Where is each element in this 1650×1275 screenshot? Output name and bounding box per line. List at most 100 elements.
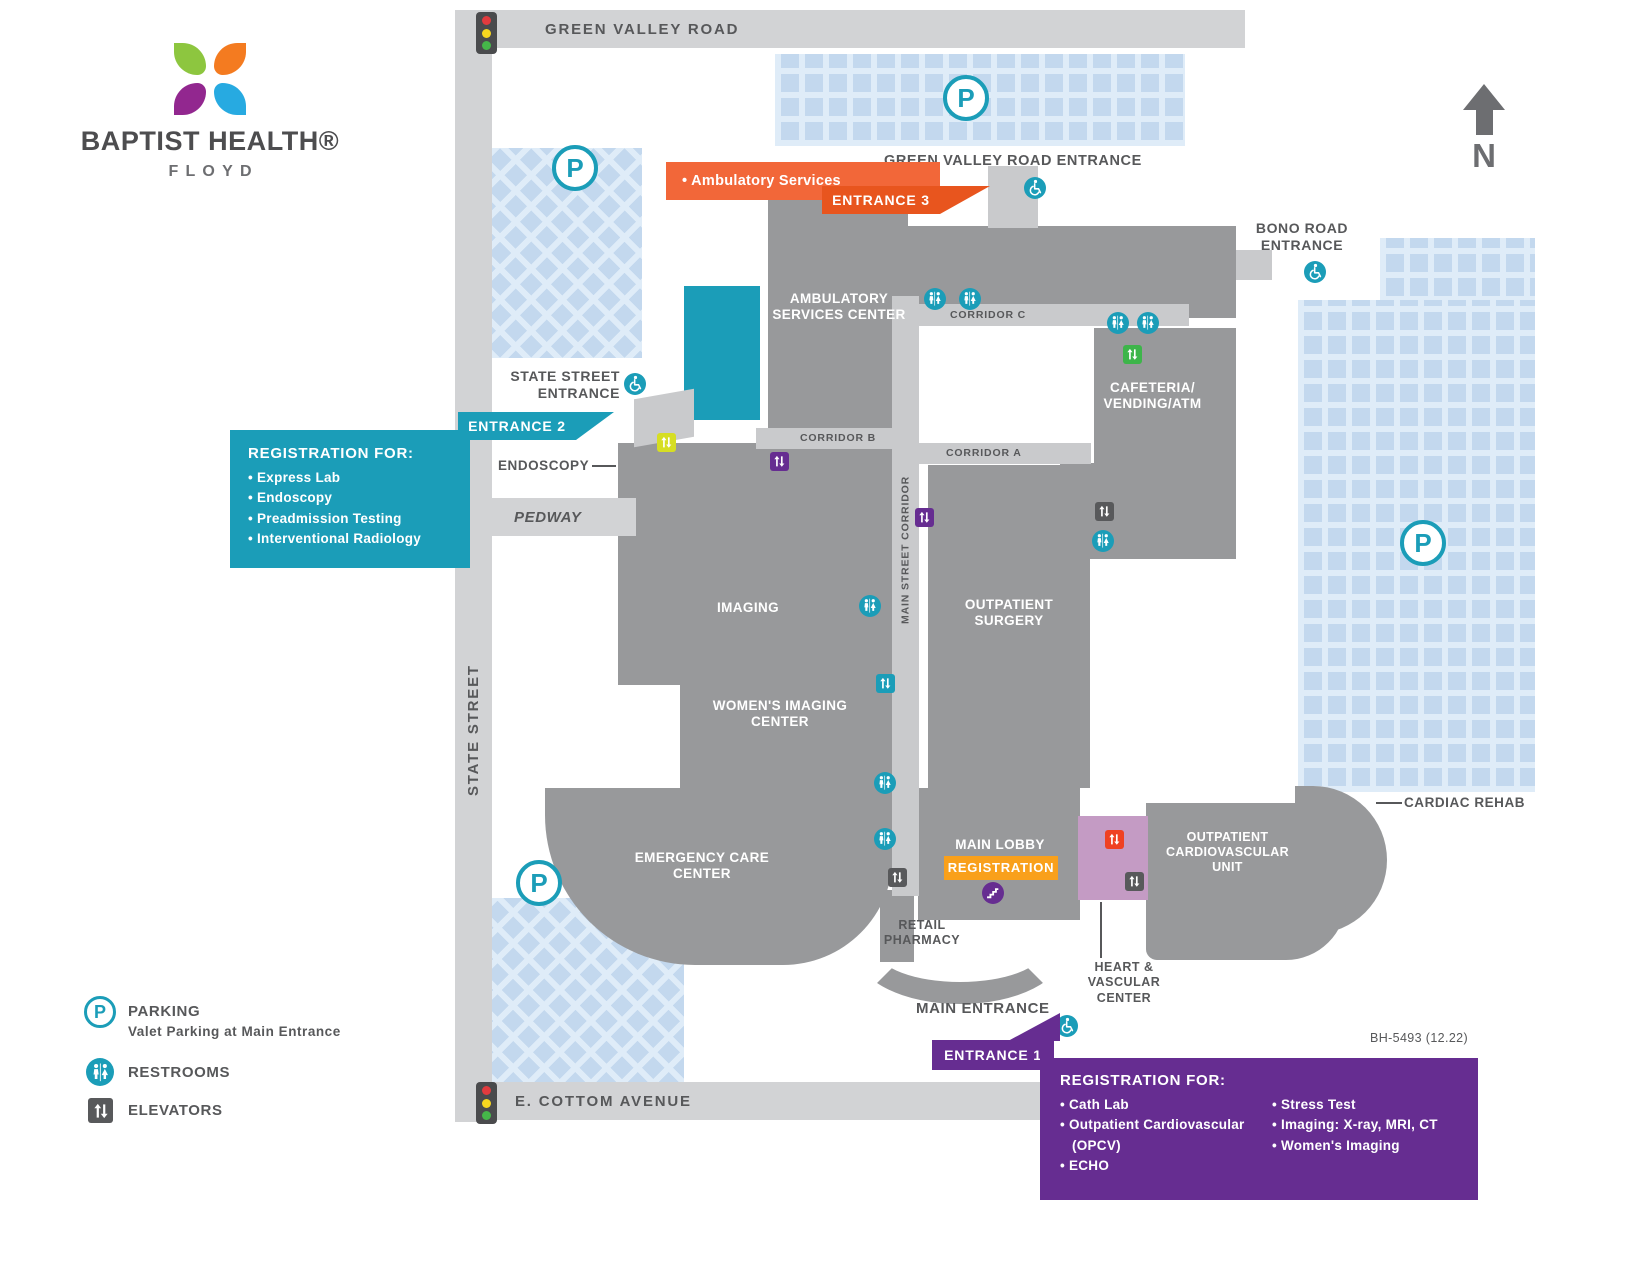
registration-item: • Stress Test: [1272, 1097, 1356, 1112]
walkway-bono-entrance: [1236, 250, 1272, 280]
logo-pinwheel-icon: [173, 42, 247, 116]
bono-entrance-label: BONO ROAD ENTRANCE: [1246, 220, 1358, 254]
elevator-icon: [1105, 830, 1124, 849]
legend-restrooms-label: RESTROOMS: [128, 1064, 231, 1081]
entrance3-badge: ENTRANCE 3: [822, 186, 940, 214]
entrance1-pointer: [1008, 1013, 1060, 1041]
parking-letter: P: [93, 1001, 106, 1022]
main-entrance-label: MAIN ENTRANCE: [916, 1000, 1050, 1017]
outpatient-cardio-line2: CARDIOVASCULAR: [1165, 844, 1290, 859]
cafeteria-label-line2: VENDING/ATM: [1103, 395, 1202, 411]
corridor-main-street-label: MAIN STREET CORRIDOR: [899, 475, 912, 625]
traffic-light-icon: [476, 1082, 497, 1124]
parking-letter: P: [530, 867, 548, 898]
corridor-a-label: CORRIDOR A: [946, 447, 1022, 459]
registration-callout-state-entrance: REGISTRATION FOR: • Express Lab • Endosc…: [230, 430, 470, 568]
restroom-icon: [1107, 312, 1129, 334]
state-entrance-line1: STATE STREET: [510, 368, 620, 384]
pedway-label: PEDWAY: [514, 509, 582, 526]
registration-item: • Endoscopy: [248, 490, 333, 506]
parking-letter: P: [566, 152, 584, 183]
heart-vascular-line3: CENTER: [1096, 990, 1152, 1005]
endoscopy-label: ENDOSCOPY: [498, 458, 590, 473]
baptist-health-logo: BAPTIST HEALTH® FLOYD: [60, 42, 360, 181]
elevator-icon: [1123, 345, 1142, 364]
registration-item: • Preadmission Testing: [248, 510, 402, 526]
registration-title: REGISTRATION FOR:: [1060, 1072, 1226, 1089]
bono-entrance-line2: ENTRANCE: [1260, 237, 1344, 254]
restroom-icon: [859, 595, 881, 617]
outpatient-surgery-label: OUTPATIENT SURGERY: [932, 597, 1086, 629]
parking-icon: P: [1400, 520, 1446, 566]
building-northeast-wing: [1134, 226, 1236, 318]
green-valley-entrance-label: GREEN VALLEY ROAD ENTRANCE: [884, 153, 1142, 169]
north-arrow-shaft: [1475, 110, 1493, 135]
building-entrance2-highlight: [684, 286, 760, 420]
registration-list-col2: • Stress Test • Imaging: X-ray, MRI, CT …: [1272, 1095, 1458, 1176]
state-entrance-label: STATE STREET ENTRANCE: [494, 368, 620, 402]
restroom-icon: [874, 828, 896, 850]
cafeteria-label: CAFETERIA/ VENDING/ATM: [1080, 380, 1225, 412]
legend-elevator-icon: [88, 1098, 113, 1123]
restroom-icon: [1092, 530, 1114, 552]
cafeteria-label-line1: CAFETERIA/: [1109, 380, 1196, 395]
legend-restroom-icon: [86, 1058, 114, 1086]
legend-elevators-label: ELEVATORS: [128, 1102, 223, 1119]
corridor-b-label: CORRIDOR B: [800, 432, 877, 444]
restroom-icon: [874, 772, 896, 794]
road-state-street-label: STATE STREET: [465, 664, 482, 796]
corridor-b: [756, 428, 892, 449]
elevator-icon: [915, 508, 934, 527]
elevator-icon: [1125, 872, 1144, 891]
lobby-registration-badge: REGISTRATION: [944, 856, 1058, 880]
entrance2-pointer: [576, 412, 614, 440]
wheelchair-icon: [1304, 261, 1326, 283]
registration-columns: • Cath Lab • Outpatient Cardiovascular (…: [1060, 1089, 1458, 1176]
parking-icon: P: [552, 145, 598, 191]
stairs-icon: [982, 882, 1004, 904]
endoscopy-leader-line: [592, 465, 616, 467]
parking-icon: P: [516, 860, 562, 906]
entrance3-pointer: [940, 186, 990, 214]
outpatient-surgery-line2: SURGERY: [974, 612, 1044, 628]
outpatient-cardio-line3: UNIT: [1212, 859, 1243, 874]
logo-name: BAPTIST HEALTH®: [80, 126, 340, 156]
retail-pharmacy-line2: PHARMACY: [883, 933, 961, 948]
heart-vascular-leader-line: [1100, 902, 1102, 958]
corridor-main-street: [892, 296, 919, 896]
logo-campus: FLOYD: [168, 163, 259, 180]
parking-letter: P: [1414, 527, 1432, 558]
cardiac-rehab-leader-line: [1376, 802, 1402, 804]
ambulatory-label-line1: AMBULATORY: [789, 291, 889, 306]
main-lobby-label: MAIN LOBBY: [955, 837, 1045, 852]
restroom-icon: [959, 288, 981, 310]
wheelchair-icon: [1056, 1015, 1078, 1037]
emergency-care-label: EMERGENCY CARE CENTER: [612, 850, 792, 882]
restroom-icon: [924, 288, 946, 310]
registration-callout-main-entrance: REGISTRATION FOR: • Cath Lab • Outpatien…: [1040, 1058, 1478, 1200]
womens-imaging-label: WOMEN'S IMAGING CENTER: [686, 698, 874, 730]
emergency-care-line1: EMERGENCY CARE: [634, 850, 770, 865]
parking-icon: P: [943, 75, 989, 121]
logo-petal-orange: [214, 43, 246, 75]
corridor-a: [919, 443, 1091, 464]
north-arrow: N: [1452, 84, 1516, 175]
wheelchair-icon: [1024, 177, 1046, 199]
building-ambulatory-services: [768, 198, 908, 432]
building-imaging: [618, 443, 893, 685]
north-label: N: [1472, 137, 1496, 174]
parking-letter: P: [957, 82, 975, 113]
elevator-icon: [770, 452, 789, 471]
registration-item: • Women's Imaging: [1272, 1137, 1400, 1153]
entrance1-badge: ENTRANCE 1: [932, 1040, 1054, 1070]
state-entrance-line2: ENTRANCE: [537, 385, 620, 402]
registration-item: • Interventional Radiology: [248, 530, 422, 546]
registration-title: REGISTRATION FOR:: [248, 445, 414, 462]
wheelchair-icon: [624, 373, 646, 395]
pedway: [492, 498, 636, 536]
bono-entrance-line1: BONO ROAD: [1255, 220, 1349, 236]
cardiac-rehab-label: CARDIAC REHAB: [1404, 795, 1526, 810]
registration-item: • Imaging: X-ray, MRI, CT: [1272, 1117, 1438, 1133]
road-cottom-avenue-label: E. COTTOM AVENUE: [515, 1093, 692, 1110]
